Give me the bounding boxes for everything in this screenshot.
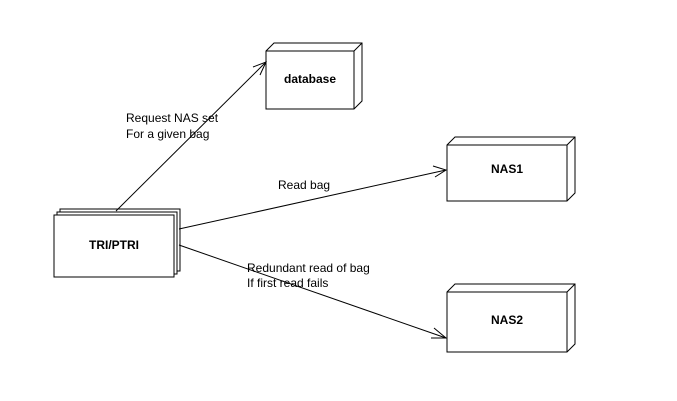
edge-redundant-read: Redundant read of bag If first read fail… <box>178 244 448 339</box>
node-database-corner-edge <box>353 42 363 52</box>
edge-read-bag: Read bag <box>178 165 448 230</box>
node-tri-ptri[interactable]: TRI/PTRI <box>53 208 181 278</box>
node-nas2-corner-edge <box>566 283 576 293</box>
node-nas1-label: NAS1 <box>491 162 523 176</box>
edge-read-line <box>178 169 447 230</box>
edge-read-label: Read bag <box>278 178 330 192</box>
node-nas1-outline <box>446 136 576 202</box>
edge-request-line <box>115 61 267 212</box>
edge-request-label-line1: Request NAS set <box>126 111 219 125</box>
node-nas2-label: NAS2 <box>491 313 523 327</box>
node-nas1-corner-edge <box>566 136 576 146</box>
edge-redundant-arrowhead-icon <box>431 327 448 339</box>
node-nas2[interactable]: NAS2 <box>446 283 576 353</box>
node-database-label: database <box>284 72 336 86</box>
node-nas2-outline <box>446 283 576 353</box>
edge-request-arrowhead-icon <box>252 61 267 76</box>
node-database[interactable]: database <box>265 42 363 110</box>
edge-request-nas-set: Request NAS set For a given bag <box>115 61 267 212</box>
node-nas1[interactable]: NAS1 <box>446 136 576 202</box>
edge-redundant-label-line2: If first read fails <box>247 276 328 290</box>
edge-redundant-label-line1: Redundant read of bag <box>247 261 370 275</box>
edge-read-arrowhead-icon <box>432 165 448 178</box>
node-tri-ptri-box <box>53 214 175 278</box>
edge-request-label-line2: For a given bag <box>126 127 209 141</box>
node-database-outline <box>265 42 363 110</box>
node-tri-ptri-label: TRI/PTRI <box>89 238 139 252</box>
edge-redundant-line <box>178 244 447 339</box>
